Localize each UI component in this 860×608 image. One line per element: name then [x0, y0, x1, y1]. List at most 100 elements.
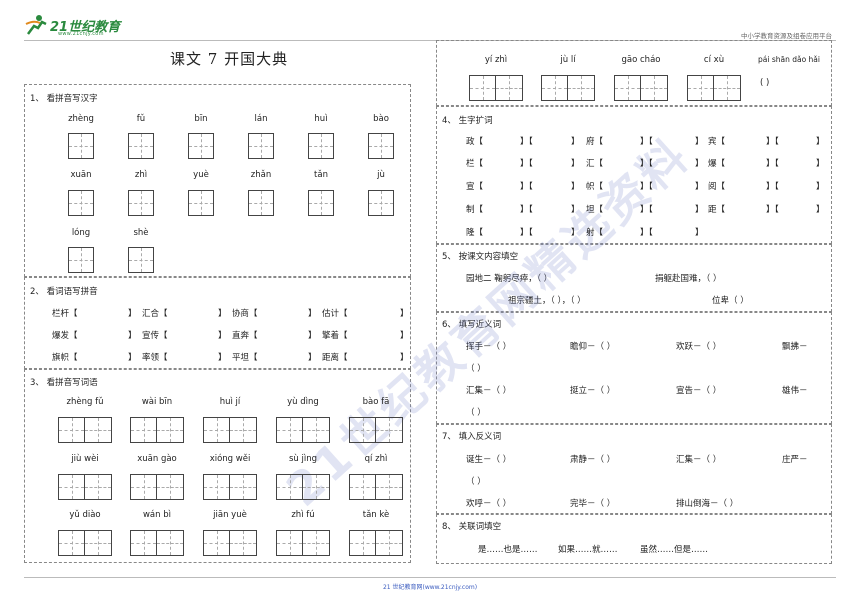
s1-writing-cell: [188, 190, 214, 216]
s4-item: 】: [571, 137, 580, 147]
s3-pinyin: sù jìng: [288, 454, 318, 464]
s3-writing-cell: [58, 530, 85, 556]
s4-item: 】: [571, 205, 580, 215]
section-7-box: [436, 424, 832, 514]
s3-writing-cell: [349, 417, 376, 443]
s3-writing-grid: [276, 530, 330, 556]
s3-writing-cell: [276, 474, 303, 500]
ant-1-2: 肃静－（ ）: [570, 455, 616, 465]
s2-bracket-close: 】: [128, 353, 137, 363]
s3-writing-grid: [130, 474, 184, 500]
s4-item: 府【: [586, 137, 604, 147]
section-3-title: 3、 看拼音写词语: [30, 378, 98, 388]
s1-writing-cell: [128, 247, 154, 273]
s2-word: 汇合【: [142, 309, 168, 319]
section-6-box: [436, 312, 832, 424]
ant-2-2: 完毕－（ ）: [570, 499, 616, 509]
s4-item: 】【: [640, 205, 653, 215]
s4-item: 阅【: [708, 182, 726, 192]
s1-pinyin: zhì: [134, 170, 148, 180]
s2-word: 栏杆【: [52, 309, 78, 319]
rtop-writing-cell: [541, 75, 568, 101]
rtop-writing-cell: [714, 75, 741, 101]
rtop-pinyin: gāo cháo: [621, 55, 661, 65]
s2-word: 直奔【: [232, 331, 258, 341]
s4-item: 隆【: [466, 228, 484, 238]
footer-source: 21 世纪教育网(www.21cnjy.com): [382, 584, 478, 591]
s1-pinyin: bīn: [194, 114, 208, 124]
s3-pinyin: bào fā: [362, 397, 390, 407]
rtop-writing-grid: [687, 75, 741, 101]
section-8-box: [436, 514, 832, 564]
s2-word: 旗帜【: [52, 353, 78, 363]
s2-bracket-close: 】: [400, 331, 409, 341]
s3-writing-grid: [349, 417, 403, 443]
s1-pinyin: fǔ: [136, 114, 146, 124]
idiom-pinyin: pái shān dǎo hǎi: [758, 55, 820, 64]
section-4-title: 4、 生字扩词: [442, 116, 493, 126]
s3-writing-cell: [303, 530, 330, 556]
header-divider: [24, 40, 836, 41]
s3-writing-grid: [203, 417, 257, 443]
rtop-writing-grid: [614, 75, 668, 101]
s1-pinyin: lóng: [71, 228, 91, 238]
s2-bracket-close: 】: [218, 331, 227, 341]
fill-line-1b: 捐躯赴国难，（ ）: [655, 274, 722, 284]
s3-pinyin: wán bì: [142, 510, 171, 520]
s4-item: 爆【: [708, 159, 726, 169]
section-2-box: [24, 277, 411, 369]
syn-1-1: 挥手－（ ）: [466, 342, 512, 352]
s4-item: 】【: [766, 205, 779, 215]
syn-1-4-paren: （ ）: [466, 364, 486, 374]
s3-writing-cell: [276, 417, 303, 443]
s3-writing-cell: [230, 417, 257, 443]
s3-writing-cell: [303, 474, 330, 500]
s4-item: 】: [695, 205, 704, 215]
section-1-box: [24, 84, 411, 277]
s4-item: 】: [816, 159, 825, 169]
fill-line-1a: 园地二 鞠躬尽瘁，（ ）: [466, 274, 553, 284]
s4-item: 汇【: [586, 159, 604, 169]
syn-1-4: 飘拂－: [782, 342, 808, 352]
s2-bracket-close: 】: [308, 331, 317, 341]
s4-item: 制【: [466, 205, 484, 215]
s1-writing-cell: [248, 190, 274, 216]
s4-item: 】: [695, 159, 704, 169]
platform-name: 中小学教育资源及组卷应用平台: [741, 32, 832, 40]
right-top-box: [436, 40, 832, 106]
s3-writing-cell: [376, 417, 403, 443]
s3-writing-cell: [130, 530, 157, 556]
s3-writing-cell: [58, 417, 85, 443]
s4-item: 】: [695, 228, 704, 238]
ant-2-3: 排山倒海－（ ）: [676, 499, 739, 509]
s4-item: 】【: [640, 137, 653, 147]
s4-item: 】: [695, 137, 704, 147]
s3-pinyin: qí zhì: [364, 454, 388, 464]
s3-writing-cell: [230, 474, 257, 500]
s4-item: 】【: [640, 228, 653, 238]
lesson-title: 课文 7 开国大典: [170, 50, 289, 68]
s3-writing-grid: [130, 417, 184, 443]
s2-word: 协商【: [232, 309, 258, 319]
s1-writing-cell: [68, 247, 94, 273]
s1-pinyin: yuè: [193, 170, 209, 180]
s1-pinyin: bào: [373, 114, 389, 124]
s2-bracket-close: 】: [218, 309, 227, 319]
rtop-writing-cell: [568, 75, 595, 101]
s2-bracket-close: 】: [400, 353, 409, 363]
s1-writing-cell: [308, 133, 334, 159]
s3-pinyin: zhì fú: [291, 510, 315, 520]
s4-item: 】: [571, 228, 580, 238]
s3-writing-grid: [276, 474, 330, 500]
s3-pinyin: xióng wěi: [209, 454, 251, 464]
site-logo: 21世纪教育 www.21cnjy.com: [24, 14, 134, 38]
s4-item: 】: [816, 137, 825, 147]
s1-writing-cell: [128, 190, 154, 216]
s3-writing-cell: [376, 474, 403, 500]
s3-writing-grid: [203, 474, 257, 500]
s3-pinyin: jiān yuè: [213, 510, 247, 520]
s1-writing-cell: [308, 190, 334, 216]
s4-item: 】: [571, 159, 580, 169]
s3-writing-grid: [349, 530, 403, 556]
s3-pinyin: tǎn kè: [362, 510, 390, 520]
